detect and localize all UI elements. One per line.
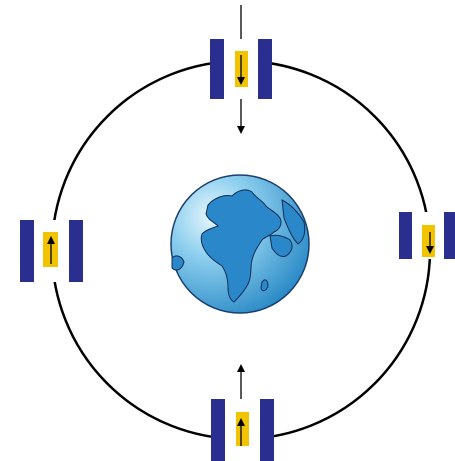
- satellite-panel-left: [210, 39, 224, 99]
- satellite-left: [20, 220, 83, 282]
- satellite-core: [422, 225, 435, 257]
- satellite-top: [210, 39, 272, 99]
- satellite-panel-left: [399, 212, 412, 259]
- satellite-panel-left: [20, 220, 34, 282]
- satellite-panel-right: [444, 212, 455, 259]
- satellite-right: [399, 212, 455, 259]
- madagascar-landmass: [261, 280, 268, 291]
- earth-globe: [171, 175, 309, 313]
- satellite-bottom: [211, 399, 274, 461]
- satellite-panel-right: [260, 399, 274, 461]
- satellite-panel-right: [69, 220, 83, 282]
- satellite-panel-left: [211, 399, 225, 461]
- satellite-panel-right: [258, 39, 272, 99]
- satellite-core: [236, 412, 249, 446]
